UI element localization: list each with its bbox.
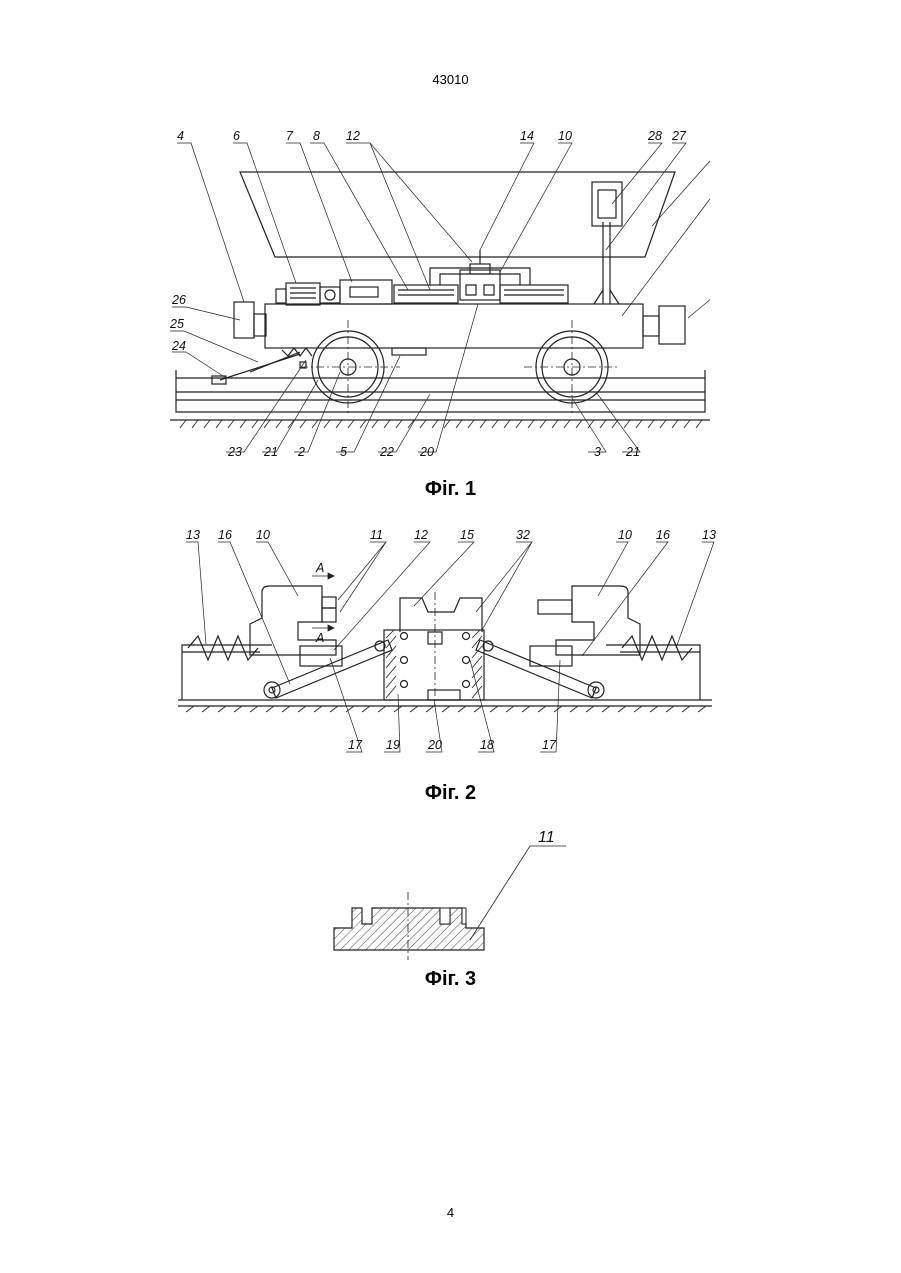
figure-2-caption: Фіг. 2 <box>0 782 901 805</box>
fig1-label: 23 <box>227 445 242 459</box>
fig1-label: 22 <box>379 445 394 459</box>
fig2-label: 16 <box>218 528 232 542</box>
fig1-label: 24 <box>171 339 186 353</box>
fig2-label: 17 <box>542 738 557 752</box>
fig2-label: 11 <box>370 528 383 542</box>
fig1-label: 20 <box>419 445 434 459</box>
fig2-label: 18 <box>480 738 494 752</box>
fig1-label: 6 <box>233 129 240 143</box>
fig1-label: 7 <box>286 129 294 143</box>
figure-3-caption: Фіг. 3 <box>0 968 901 991</box>
fig2-label: 32 <box>516 528 530 542</box>
fig1-label: 14 <box>520 129 534 143</box>
fig1-label: 21 <box>263 445 278 459</box>
fig1-label: 5 <box>340 445 347 459</box>
fig2-label: 13 <box>186 528 200 542</box>
fig1-label: 12 <box>346 129 360 143</box>
page-number: 4 <box>0 1205 901 1220</box>
fig2-label: 15 <box>460 528 474 542</box>
patent-number: 43010 <box>0 72 901 87</box>
fig1-label: 28 <box>647 129 662 143</box>
figure-1-caption: Фіг. 1 <box>0 478 901 501</box>
fig1-label: 8 <box>313 129 320 143</box>
fig1-label: 21 <box>625 445 640 459</box>
fig2-label: 19 <box>386 738 400 752</box>
figure-1-drawing: 4 6 7 8 12 14 10 28 27 9 1 4 26 25 24 23… <box>150 120 710 465</box>
fig1-label: 3 <box>594 445 601 459</box>
fig1-label: 25 <box>169 317 184 331</box>
figure-2-drawing: 13 16 10 11 12 15 32 10 16 13 A A 17 19 … <box>175 522 720 757</box>
fig1-label: 2 <box>297 445 305 459</box>
fig2-label: 12 <box>414 528 428 542</box>
fig1-label: 26 <box>171 293 186 307</box>
figure-3-drawing: 11 <box>325 822 575 962</box>
fig3-label: 11 <box>538 829 555 846</box>
fig2-section-label: A <box>315 631 324 645</box>
fig2-section-label: A <box>315 561 324 575</box>
fig2-label: 10 <box>256 528 270 542</box>
fig2-label: 17 <box>348 738 363 752</box>
fig2-label: 20 <box>427 738 442 752</box>
fig2-label: 13 <box>702 528 716 542</box>
fig1-label: 10 <box>558 129 572 143</box>
fig2-label: 16 <box>656 528 670 542</box>
figure-2-labels: 13 16 10 11 12 15 32 10 16 13 A A 17 19 … <box>186 528 716 752</box>
fig1-label: 27 <box>671 129 687 143</box>
fig1-label: 4 <box>177 129 184 143</box>
fig2-label: 10 <box>618 528 632 542</box>
figure-1-labels: 4 6 7 8 12 14 10 28 27 9 1 4 26 25 24 23… <box>169 129 710 459</box>
